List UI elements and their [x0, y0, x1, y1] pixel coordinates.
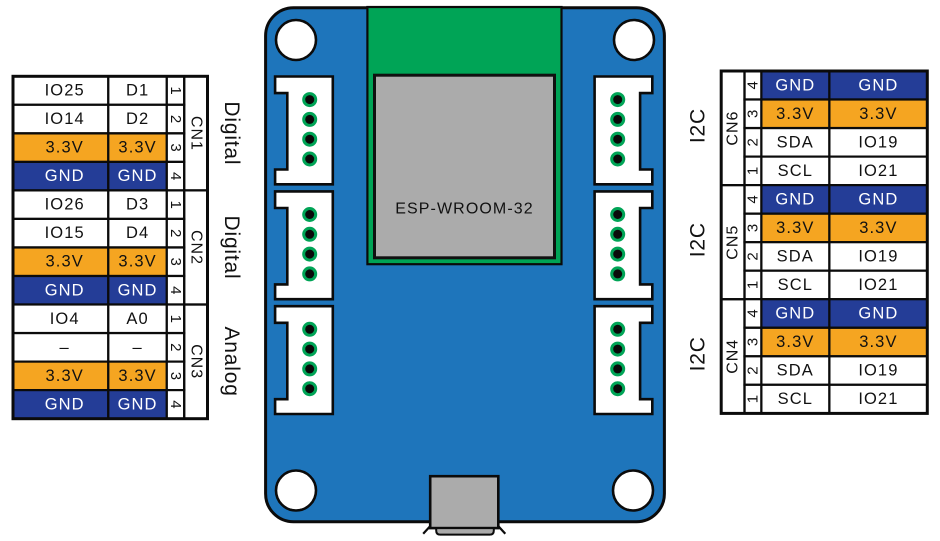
svg-text:GND: GND	[858, 305, 898, 323]
svg-text:4: 4	[167, 172, 184, 180]
svg-text:IO14: IO14	[45, 110, 85, 128]
svg-text:D2: D2	[126, 110, 149, 128]
svg-text:3.3V: 3.3V	[776, 219, 814, 237]
svg-text:ESP-WROOM-32: ESP-WROOM-32	[395, 201, 534, 218]
svg-text:4: 4	[167, 400, 184, 408]
svg-text:3.3V: 3.3V	[46, 367, 84, 385]
svg-text:GND: GND	[118, 395, 158, 413]
svg-text:GND: GND	[118, 167, 158, 185]
svg-text:D4: D4	[126, 224, 149, 242]
svg-text:3.3V: 3.3V	[859, 105, 897, 123]
svg-text:Analog: Analog	[220, 326, 243, 396]
svg-text:4: 4	[167, 286, 184, 294]
svg-text:3.3V: 3.3V	[776, 333, 814, 351]
svg-text:CN3: CN3	[187, 344, 204, 379]
svg-text:CN6: CN6	[724, 111, 741, 146]
svg-text:SCL: SCL	[778, 390, 813, 408]
svg-text:2: 2	[744, 138, 761, 146]
svg-text:IO19: IO19	[858, 247, 898, 265]
svg-text:3: 3	[744, 110, 761, 118]
svg-text:GND: GND	[45, 395, 85, 413]
svg-text:3: 3	[744, 224, 761, 232]
svg-text:GND: GND	[775, 76, 815, 94]
svg-text:3.3V: 3.3V	[118, 139, 156, 157]
svg-text:3.3V: 3.3V	[118, 253, 156, 271]
svg-text:3.3V: 3.3V	[776, 105, 814, 123]
svg-text:A0: A0	[126, 310, 148, 328]
svg-text:4: 4	[744, 195, 761, 203]
svg-text:3: 3	[167, 143, 184, 151]
svg-text:GND: GND	[858, 190, 898, 208]
svg-text:SDA: SDA	[777, 133, 814, 151]
svg-text:SDA: SDA	[777, 362, 814, 380]
svg-text:IO21: IO21	[858, 390, 898, 408]
svg-text:IO15: IO15	[45, 224, 85, 242]
svg-text:IO21: IO21	[858, 162, 898, 180]
svg-text:3.3V: 3.3V	[46, 253, 84, 271]
svg-text:3.3V: 3.3V	[46, 139, 84, 157]
svg-text:3: 3	[744, 338, 761, 346]
svg-text:GND: GND	[858, 76, 898, 94]
svg-text:1: 1	[167, 201, 184, 209]
svg-text:GND: GND	[118, 281, 158, 299]
svg-text:D1: D1	[126, 82, 149, 100]
svg-text:IO19: IO19	[858, 362, 898, 380]
svg-text:IO21: IO21	[858, 276, 898, 294]
svg-text:–: –	[132, 338, 142, 356]
svg-text:SCL: SCL	[778, 276, 813, 294]
svg-text:CN4: CN4	[724, 339, 741, 374]
svg-text:2: 2	[744, 252, 761, 260]
svg-text:SCL: SCL	[778, 162, 813, 180]
svg-text:IO25: IO25	[45, 82, 85, 100]
svg-text:SDA: SDA	[777, 247, 814, 265]
svg-text:1: 1	[744, 167, 761, 175]
svg-text:1: 1	[167, 315, 184, 323]
svg-text:I2C: I2C	[687, 336, 710, 371]
svg-text:2: 2	[167, 343, 184, 351]
svg-text:3.3V: 3.3V	[859, 333, 897, 351]
svg-text:IO4: IO4	[50, 310, 80, 328]
svg-text:CN2: CN2	[187, 230, 204, 265]
svg-text:IO19: IO19	[858, 133, 898, 151]
svg-text:CN5: CN5	[724, 225, 741, 260]
svg-text:2: 2	[167, 115, 184, 123]
svg-text:IO26: IO26	[45, 196, 85, 214]
svg-text:I2C: I2C	[687, 222, 710, 257]
svg-text:4: 4	[744, 81, 761, 89]
svg-text:Digital: Digital	[220, 216, 243, 280]
svg-text:1: 1	[167, 86, 184, 94]
svg-text:GND: GND	[775, 190, 815, 208]
svg-text:1: 1	[744, 281, 761, 289]
svg-text:CN1: CN1	[187, 116, 204, 151]
svg-text:Digital: Digital	[220, 101, 243, 165]
svg-text:GND: GND	[45, 281, 85, 299]
svg-text:D3: D3	[126, 196, 149, 214]
svg-text:3: 3	[167, 258, 184, 266]
svg-text:4: 4	[744, 309, 761, 317]
svg-text:2: 2	[744, 366, 761, 374]
svg-text:1: 1	[744, 395, 761, 403]
svg-text:GND: GND	[775, 305, 815, 323]
svg-text:3.3V: 3.3V	[859, 219, 897, 237]
svg-text:2: 2	[167, 229, 184, 237]
svg-text:GND: GND	[45, 167, 85, 185]
svg-text:–: –	[60, 338, 70, 356]
svg-text:3.3V: 3.3V	[118, 367, 156, 385]
svg-text:I2C: I2C	[687, 108, 710, 143]
svg-text:3: 3	[167, 372, 184, 380]
